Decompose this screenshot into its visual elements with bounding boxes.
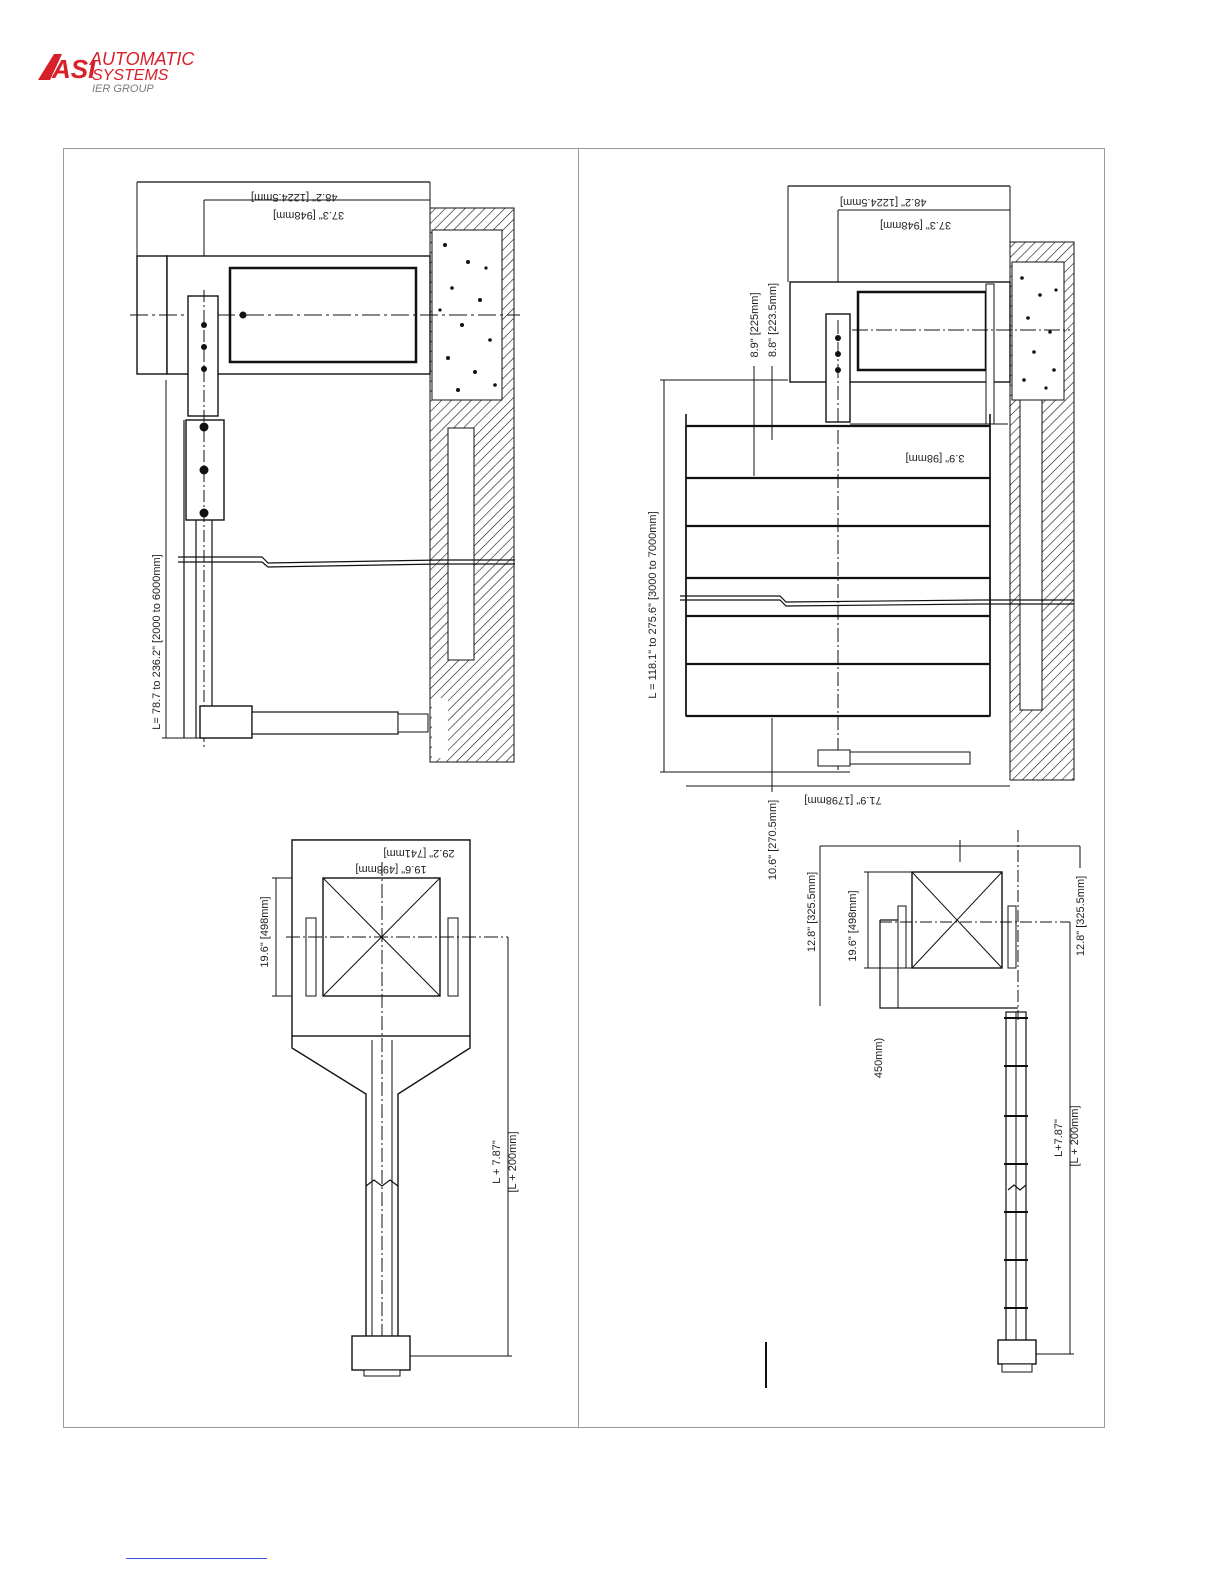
right-top-total-width-label: 48.2" [1224.5mm] <box>840 196 926 208</box>
logo-line1: AUTOMATIC <box>89 50 195 69</box>
right-bottom-end-view: 12.8" [325.5mm] 19.6" [498mm] 450mm) 12.… <box>765 830 1087 1388</box>
left-bottom-end-view: 29.2" [741mm] 19.6" [498mm] 19.6" [498mm… <box>259 839 519 1377</box>
left-top-length-label: L= 78.7 to 236.2" [2000 to 6000mm] <box>151 554 163 729</box>
right-bottom-side2-label: 12.8" [325.5mm] <box>1075 876 1087 956</box>
left-top-plan: 48.2" [1224.5mm] 37.3" [948mm] L= 78.7 t… <box>130 181 520 763</box>
left-top-axis-width-label: 37.3" [948mm] <box>273 209 344 221</box>
right-top-length-label: L = 118.1" to 275.6" [3000 to 7000mm] <box>647 511 659 698</box>
left-bottom-arm-length-mm-label: [L + 200mm] <box>507 1131 519 1192</box>
left-bottom-box-height-label: 19.6" [498mm] <box>259 896 271 967</box>
right-bottom-box-label: 19.6" [498mm] <box>847 890 859 961</box>
automatic-systems-logo: ASI AUTOMATIC SYSTEMS IER GROUP <box>38 50 195 95</box>
panel-divider <box>578 148 579 1428</box>
right-top-bottom-dim-label: 10.6" [270.5mm] <box>767 800 779 880</box>
right-top-plan: 48.2" [1224.5mm] 37.3" [948mm] 8.9" [225… <box>647 185 1075 880</box>
logo-line3: IER GROUP <box>92 83 154 95</box>
right-top-dim-225-label: 8.9" [225mm] <box>749 292 761 357</box>
right-top-axis-width-label: 37.3" [948mm] <box>880 219 951 231</box>
right-top-width-label: 71.9" [1798mm] <box>804 794 881 806</box>
logo-swoosh-icon <box>38 54 62 80</box>
left-bottom-arm-length-label: L + 7.87" <box>491 1140 503 1184</box>
footer-link-underline <box>126 1558 267 1559</box>
right-bottom-side1-label: 12.8" [325.5mm] <box>806 872 818 952</box>
logo-mark: ASI <box>51 54 96 84</box>
right-bottom-arm-length-label: L+7.87" <box>1053 1119 1065 1157</box>
left-bottom-outer-width-label: 29.2" [741mm] <box>383 847 454 859</box>
right-bottom-450-label: 450mm) <box>873 1038 885 1078</box>
right-bottom-arm-length-mm-label: [L + 200mm] <box>1069 1105 1081 1166</box>
drawing-frame <box>63 148 1105 1428</box>
logo-line2: SYSTEMS <box>92 67 169 84</box>
right-top-dim-98-label: 3.9" [98mm] <box>906 452 965 464</box>
left-top-total-width-label: 48.2" [1224.5mm] <box>251 191 337 203</box>
left-bottom-box-width-label: 19.6" [498mm] <box>355 863 426 875</box>
right-top-dim-2235-label: 8.8" [223.5mm] <box>767 283 779 357</box>
